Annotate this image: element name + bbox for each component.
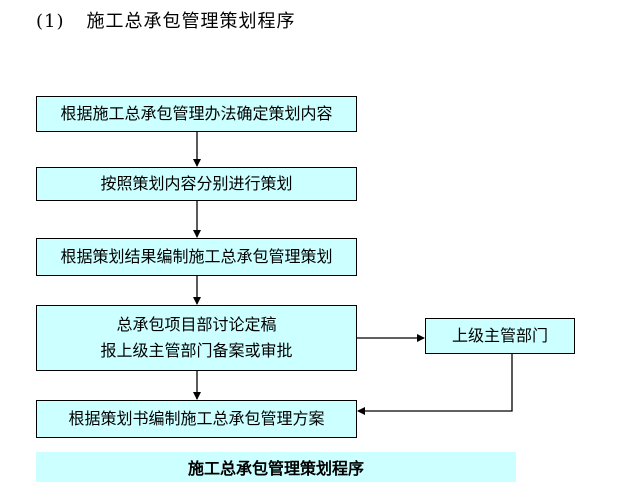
diagram-caption: 施工总承包管理策划程序 bbox=[36, 452, 516, 482]
step-4-label-line1: 总承包项目部讨论定稿 bbox=[116, 315, 277, 334]
step-3-label: 根据策划结果编制施工总承包管理策划 bbox=[60, 247, 333, 266]
step-5-label: 根据策划书编制施工总承包管理方案 bbox=[68, 409, 325, 428]
step-3-box: 根据策划结果编制施工总承包管理策划 bbox=[36, 238, 357, 276]
step-1-box: 根据施工总承包管理办法确定策划内容 bbox=[36, 96, 357, 132]
step-2-box: 按照策划内容分别进行策划 bbox=[36, 167, 357, 201]
step-4-label-line2: 报上级主管部门备案或审批 bbox=[100, 341, 293, 360]
step-5-box: 根据策划书编制施工总承包管理方案 bbox=[36, 400, 357, 438]
side-box-label: 上级主管部门 bbox=[451, 326, 548, 345]
step-1-label: 根据施工总承包管理办法确定策划内容 bbox=[60, 104, 333, 123]
heading-text: 施工总承包管理策划程序 bbox=[86, 11, 296, 32]
arrow-side-to-step5 bbox=[357, 354, 513, 415]
step-2-label: 按照策划内容分别进行策划 bbox=[100, 174, 293, 193]
side-box-authority: 上级主管部门 bbox=[425, 318, 575, 354]
step-4-box: 总承包项目部讨论定稿 报上级主管部门备案或审批 bbox=[36, 305, 357, 371]
page-heading: (1) 施工总承包管理策划程序 bbox=[36, 7, 296, 33]
heading-number: (1) bbox=[36, 11, 65, 32]
